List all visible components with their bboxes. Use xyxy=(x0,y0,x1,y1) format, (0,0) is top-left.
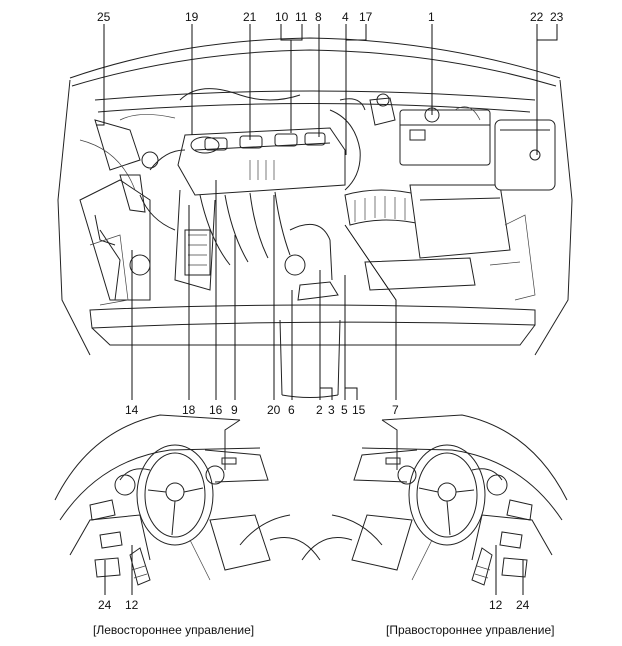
callout-4: 4 xyxy=(342,10,349,24)
callout-17: 17 xyxy=(359,10,373,24)
callout-11: 11 xyxy=(295,10,308,24)
callout-9: 9 xyxy=(231,403,238,417)
callout-6: 6 xyxy=(288,403,295,417)
cabin-lhd-drawing xyxy=(54,414,321,586)
engine-bay-drawing xyxy=(57,37,573,398)
callout-8: 8 xyxy=(315,10,322,24)
cabin-rhd-drawing xyxy=(301,414,568,586)
leader-lines-bottom xyxy=(131,180,397,400)
callout-18: 18 xyxy=(182,403,196,417)
callout-1: 1 xyxy=(428,10,435,24)
callout-12-lhd: 12 xyxy=(125,598,139,612)
leader-lines-rhd xyxy=(495,545,524,595)
callout-10: 10 xyxy=(275,10,289,24)
callout-23: 23 xyxy=(550,10,564,24)
callout-25: 25 xyxy=(97,10,111,24)
callout-2: 2 xyxy=(316,403,323,417)
callout-22: 22 xyxy=(530,10,544,24)
leader-lines-lhd xyxy=(104,545,133,595)
callout-14: 14 xyxy=(125,403,139,417)
callout-16: 16 xyxy=(209,403,223,417)
caption-lhd: [Левостороннее управление] xyxy=(93,623,255,637)
callout-20: 20 xyxy=(267,403,281,417)
callout-19: 19 xyxy=(185,10,199,24)
callout-5: 5 xyxy=(341,403,348,417)
callout-21: 21 xyxy=(243,10,257,24)
callout-3: 3 xyxy=(328,403,335,417)
callout-24-rhd: 24 xyxy=(516,598,530,612)
callout-12-rhd: 12 xyxy=(489,598,503,612)
leader-lines-top xyxy=(96,24,558,155)
callout-24-lhd: 24 xyxy=(98,598,112,612)
callout-15: 15 xyxy=(352,403,366,417)
caption-rhd: [Правостороннее управление] xyxy=(386,623,555,637)
callout-7: 7 xyxy=(392,403,399,417)
